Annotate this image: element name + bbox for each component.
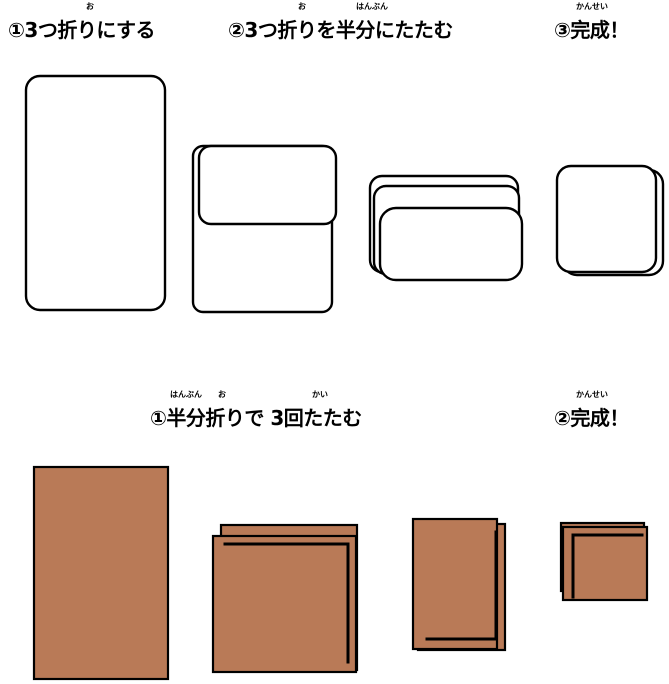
top-step2-ruby1: お (298, 2, 306, 11)
top-step1-label: お ①3つ折りにする (8, 2, 156, 43)
top-step1-ruby: お (86, 2, 94, 11)
top-step3-text: ③完成！ (554, 18, 629, 42)
top-step3-ruby: かんせい (576, 2, 608, 11)
cloth-fold2-front (411, 517, 499, 651)
paper-trifolded-flap (197, 144, 338, 226)
cloth-fold1-front (211, 534, 358, 674)
cloth-fold1-edge (223, 542, 350, 664)
top-step3-label: かんせい ③完成！ (554, 2, 629, 43)
top-step2-text: ②3つ折りを半分にたたむ (228, 18, 453, 42)
top-step1-text: ①3つ折りにする (8, 18, 156, 42)
bottom-step2-text: ②完成！ (554, 406, 629, 430)
bottom-step1-ruby1: はんぶん (170, 390, 202, 399)
paper-finished-front (555, 164, 658, 274)
cloth-unfolded (32, 465, 170, 681)
bottom-step2-ruby: かんせい (576, 390, 608, 399)
bottom-step1-label: はんぶん お かい ①半分折りで 3回たたむ (150, 390, 362, 431)
paper-unfolded (24, 74, 167, 312)
bottom-step1-text: ①半分折りで 3回たたむ (150, 406, 362, 430)
cloth-finished-edge (571, 533, 644, 599)
bottom-step1-ruby3: かい (312, 390, 328, 399)
bottom-step1-ruby2: お (218, 390, 226, 399)
bottom-step2-label: かんせい ②完成！ (554, 390, 629, 431)
top-step2-label: お はんぶん ②3つ折りを半分にたたむ (228, 2, 453, 43)
top-step2-ruby2: はんぶん (356, 2, 388, 11)
cloth-finished-front (561, 525, 649, 602)
cloth-fold2-edge (425, 530, 498, 641)
paper-halving-front (378, 206, 524, 282)
